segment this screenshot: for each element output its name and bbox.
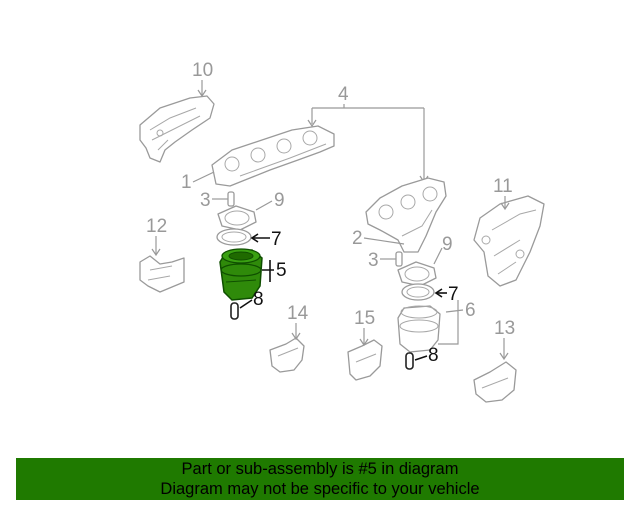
leader-8-right	[414, 355, 428, 361]
part-15-bracket[interactable]	[347, 339, 383, 381]
banner-line-part: Part or sub-assembly is #5 in diagram	[181, 460, 459, 478]
part-9-gasket-left[interactable]	[217, 205, 257, 231]
part-13-heat-shield[interactable]	[473, 361, 517, 403]
part-5-catalytic-converter[interactable]	[219, 248, 263, 301]
part-3-stud-left[interactable]	[227, 191, 235, 207]
leader-9-left	[255, 200, 273, 211]
callout-9-left[interactable]: 9	[274, 190, 285, 211]
callout-10[interactable]: 10	[192, 60, 213, 81]
callout-1[interactable]: 1	[181, 172, 192, 193]
part-1-exhaust-manifold[interactable]	[211, 125, 335, 187]
callout-3-right[interactable]: 3	[368, 250, 379, 271]
callout-8-right[interactable]: 8	[428, 345, 439, 366]
part-8-bolt-right[interactable]	[405, 352, 414, 370]
callout-15[interactable]: 15	[354, 308, 375, 329]
leader-6	[438, 300, 464, 345]
leader-4	[311, 104, 425, 182]
callout-8-left[interactable]: 8	[253, 289, 264, 310]
part-9-gasket-right[interactable]	[397, 261, 437, 287]
callout-5[interactable]: 5	[276, 260, 287, 281]
banner-line-disclaimer: Diagram may not be specific to your vehi…	[160, 480, 480, 498]
callout-11[interactable]: 11	[493, 176, 513, 197]
callout-4[interactable]: 4	[338, 84, 349, 105]
callout-13[interactable]: 13	[494, 318, 515, 339]
part-12-bracket[interactable]	[139, 255, 185, 293]
part-11-heat-shield[interactable]	[473, 195, 545, 287]
callout-9-right[interactable]: 9	[442, 234, 453, 255]
part-7-ring-gasket-right[interactable]	[401, 283, 435, 301]
leader-2	[363, 237, 405, 245]
callout-7-left[interactable]: 7	[271, 229, 282, 250]
leader-8-left	[239, 299, 253, 309]
callout-12[interactable]: 12	[146, 216, 167, 237]
callout-3-left[interactable]: 3	[200, 190, 211, 211]
callout-2[interactable]: 2	[352, 228, 363, 249]
part-2-exhaust-manifold[interactable]	[365, 177, 447, 253]
leader-1	[192, 171, 215, 183]
info-banner: Part or sub-assembly is #5 in diagram Di…	[16, 458, 624, 500]
part-7-ring-gasket-left[interactable]	[216, 228, 252, 246]
callout-14[interactable]: 14	[287, 303, 309, 324]
leader-5	[262, 260, 274, 282]
leader-9-right	[433, 247, 443, 265]
part-10-heat-shield[interactable]	[139, 95, 215, 163]
part-3-stud-right[interactable]	[395, 251, 403, 267]
callout-6[interactable]: 6	[465, 300, 476, 321]
callout-7-right[interactable]: 7	[448, 284, 459, 305]
part-14-heat-shield[interactable]	[269, 337, 305, 373]
part-6-catalytic-converter[interactable]	[397, 305, 441, 353]
part-8-bolt-left[interactable]	[230, 302, 239, 320]
